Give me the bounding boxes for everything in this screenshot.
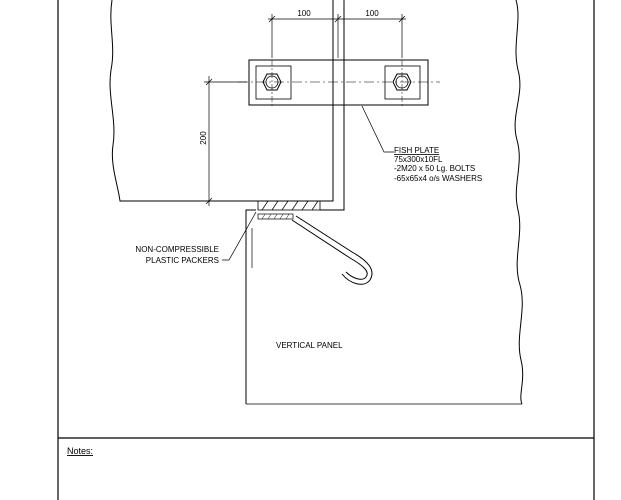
vertical-dimension <box>204 76 247 206</box>
plastic-packer <box>257 200 321 220</box>
fish-plate-spec-3: -65x65x4 o/s WASHERS <box>394 174 482 183</box>
fish-plate-leader <box>361 105 394 153</box>
dimension-right-spacing: 100 <box>365 9 379 18</box>
vertical-panel-label: VERTICAL PANEL <box>276 341 343 350</box>
fish-plate-spec-2: -2M20 x 50 Lg. BOLTS <box>394 164 475 173</box>
vertical-panel-outline <box>245 209 522 405</box>
packers-label-line2: PLASTIC PACKERS <box>146 256 219 265</box>
dimension-left-spacing: 100 <box>297 9 311 18</box>
packers-label-line1: NON-COMPRESSIBLE <box>135 245 219 254</box>
lifting-hook <box>291 215 373 285</box>
top-dimensions <box>268 14 406 58</box>
fish-plate-title: FISH PLATE <box>394 146 439 155</box>
fish-plate <box>238 59 440 106</box>
fish-plate-spec-1: 75x300x10FL <box>394 155 443 164</box>
bolt-left <box>255 60 292 106</box>
dimension-vertical-height: 200 <box>199 131 208 145</box>
bolt-right <box>384 60 421 106</box>
sheet-border <box>57 0 595 500</box>
packers-leader <box>222 211 257 261</box>
notes-label: Notes: <box>67 446 93 456</box>
upper-panel-outline <box>109 0 524 405</box>
